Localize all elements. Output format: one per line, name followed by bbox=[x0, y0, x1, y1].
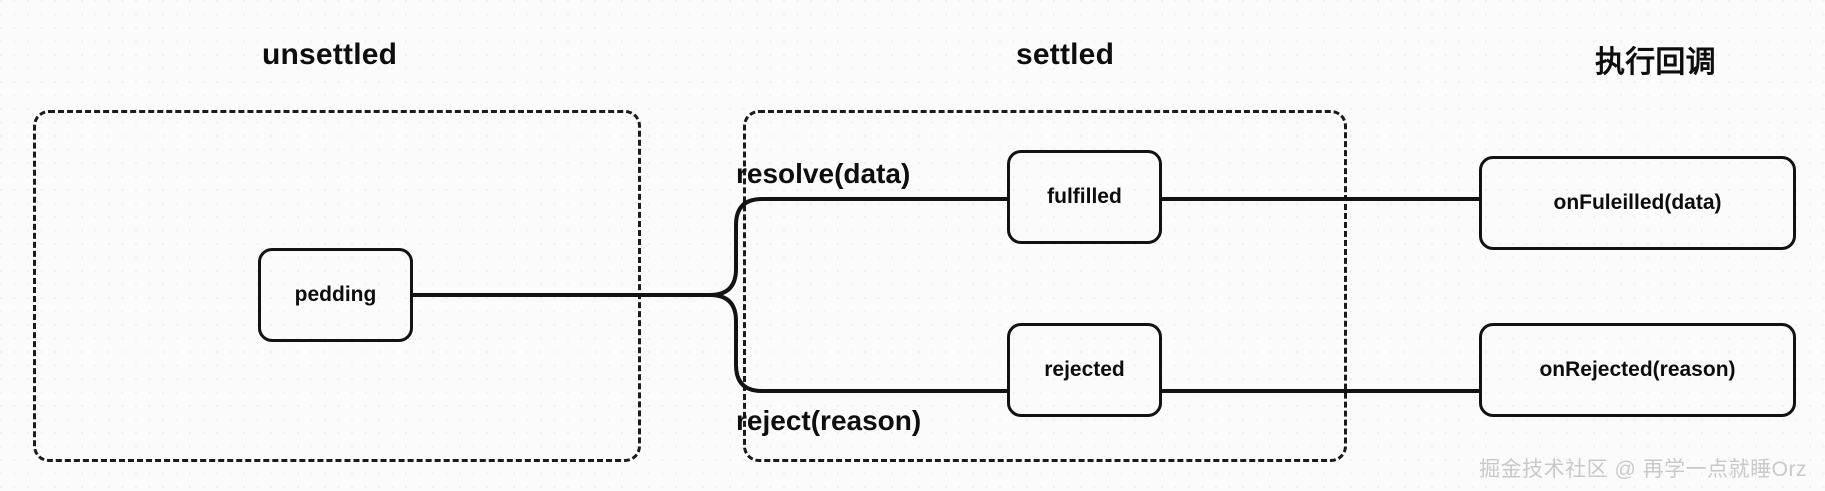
edge-label-reject: reject(reason) bbox=[736, 405, 922, 436]
node-rejected[interactable]: rejected bbox=[1007, 323, 1162, 417]
watermark-text: 掘金技术社区 @ 再学一点就睡Orz bbox=[1479, 458, 1807, 481]
group-container-unsettled bbox=[33, 110, 641, 462]
edge-label-resolve: resolve(data) bbox=[736, 158, 911, 189]
node-on-rejected-callback[interactable]: onRejected(reason) bbox=[1479, 323, 1796, 417]
section-title-callback: 执行回调 bbox=[1595, 46, 1716, 79]
node-on-fulfilled-callback[interactable]: onFuleilled(data) bbox=[1479, 156, 1796, 250]
node-pedding[interactable]: pedding bbox=[258, 248, 413, 342]
section-title-unsettled: unsettled bbox=[262, 38, 398, 71]
section-title-settled: settled bbox=[1016, 38, 1115, 71]
node-fulfilled[interactable]: fulfilled bbox=[1007, 150, 1162, 244]
